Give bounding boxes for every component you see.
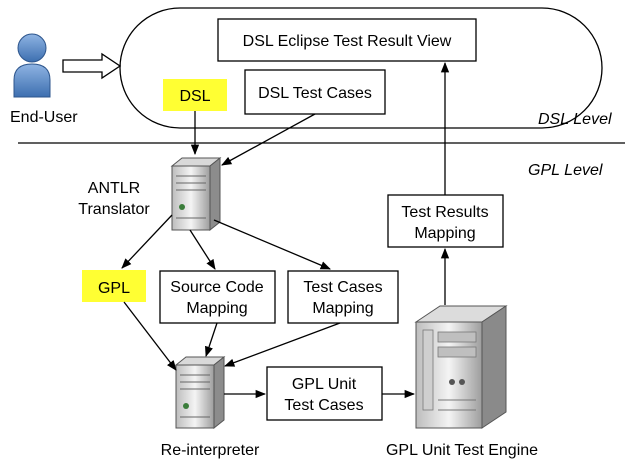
dsl-test-cases-label: DSL Test Cases <box>258 85 372 102</box>
antlr-label-line2: Translator <box>78 201 150 218</box>
test-cases-mapping-box <box>287 270 399 324</box>
gpl-unit-test-engine-label: GPL Unit Test Engine <box>386 442 538 459</box>
test-cases-mapping-line2: Mapping <box>312 300 373 317</box>
server-icon <box>170 156 222 232</box>
gpl-unit-test-cases-line2: Test Cases <box>284 397 363 414</box>
edge-test-cases-mapping-to-reinterpreter <box>224 322 341 367</box>
edge-dsl-test-cases-to-translator <box>221 113 316 166</box>
server-tower-icon <box>414 305 508 429</box>
user-to-dsl-arrow <box>62 52 122 80</box>
gpl-label: GPL <box>98 280 130 297</box>
dsl-highlight <box>163 79 227 111</box>
dsl-level-label: DSL Level <box>538 111 612 128</box>
source-code-mapping-box <box>159 270 276 324</box>
gpl-unit-test-cases-line1: GPL Unit <box>292 376 357 393</box>
edge-translator-to-source-code-mapping <box>189 229 216 270</box>
source-code-mapping-line2: Mapping <box>186 300 247 317</box>
test-results-mapping-box <box>387 194 504 248</box>
test-results-mapping-line2: Mapping <box>414 225 475 242</box>
test-cases-mapping-line1: Test Cases <box>303 279 382 296</box>
re-interpreter-label: Re-interpreter <box>161 442 260 459</box>
antlr-label-line1: ANTLR <box>88 180 140 197</box>
source-code-mapping-line1: Source Code <box>170 279 263 296</box>
edge-gpl-to-reinterpreter <box>123 301 177 371</box>
edge-translator-to-gpl <box>121 214 173 269</box>
gpl-level-label: GPL Level <box>528 162 603 179</box>
gpl-highlight <box>82 270 146 302</box>
dsl-label: DSL <box>179 88 210 105</box>
test-results-mapping-line1: Test Results <box>401 204 488 221</box>
server-icon <box>174 355 226 430</box>
end-user-label: End-User <box>10 109 78 126</box>
dsl-result-view-box <box>217 18 477 62</box>
edge-source-mapping-to-reinterpreter <box>205 322 218 357</box>
user-icon <box>13 33 51 98</box>
dsl-result-view-label: DSL Eclipse Test Result View <box>243 33 452 50</box>
edge-translator-to-test-cases-mapping <box>213 219 331 270</box>
